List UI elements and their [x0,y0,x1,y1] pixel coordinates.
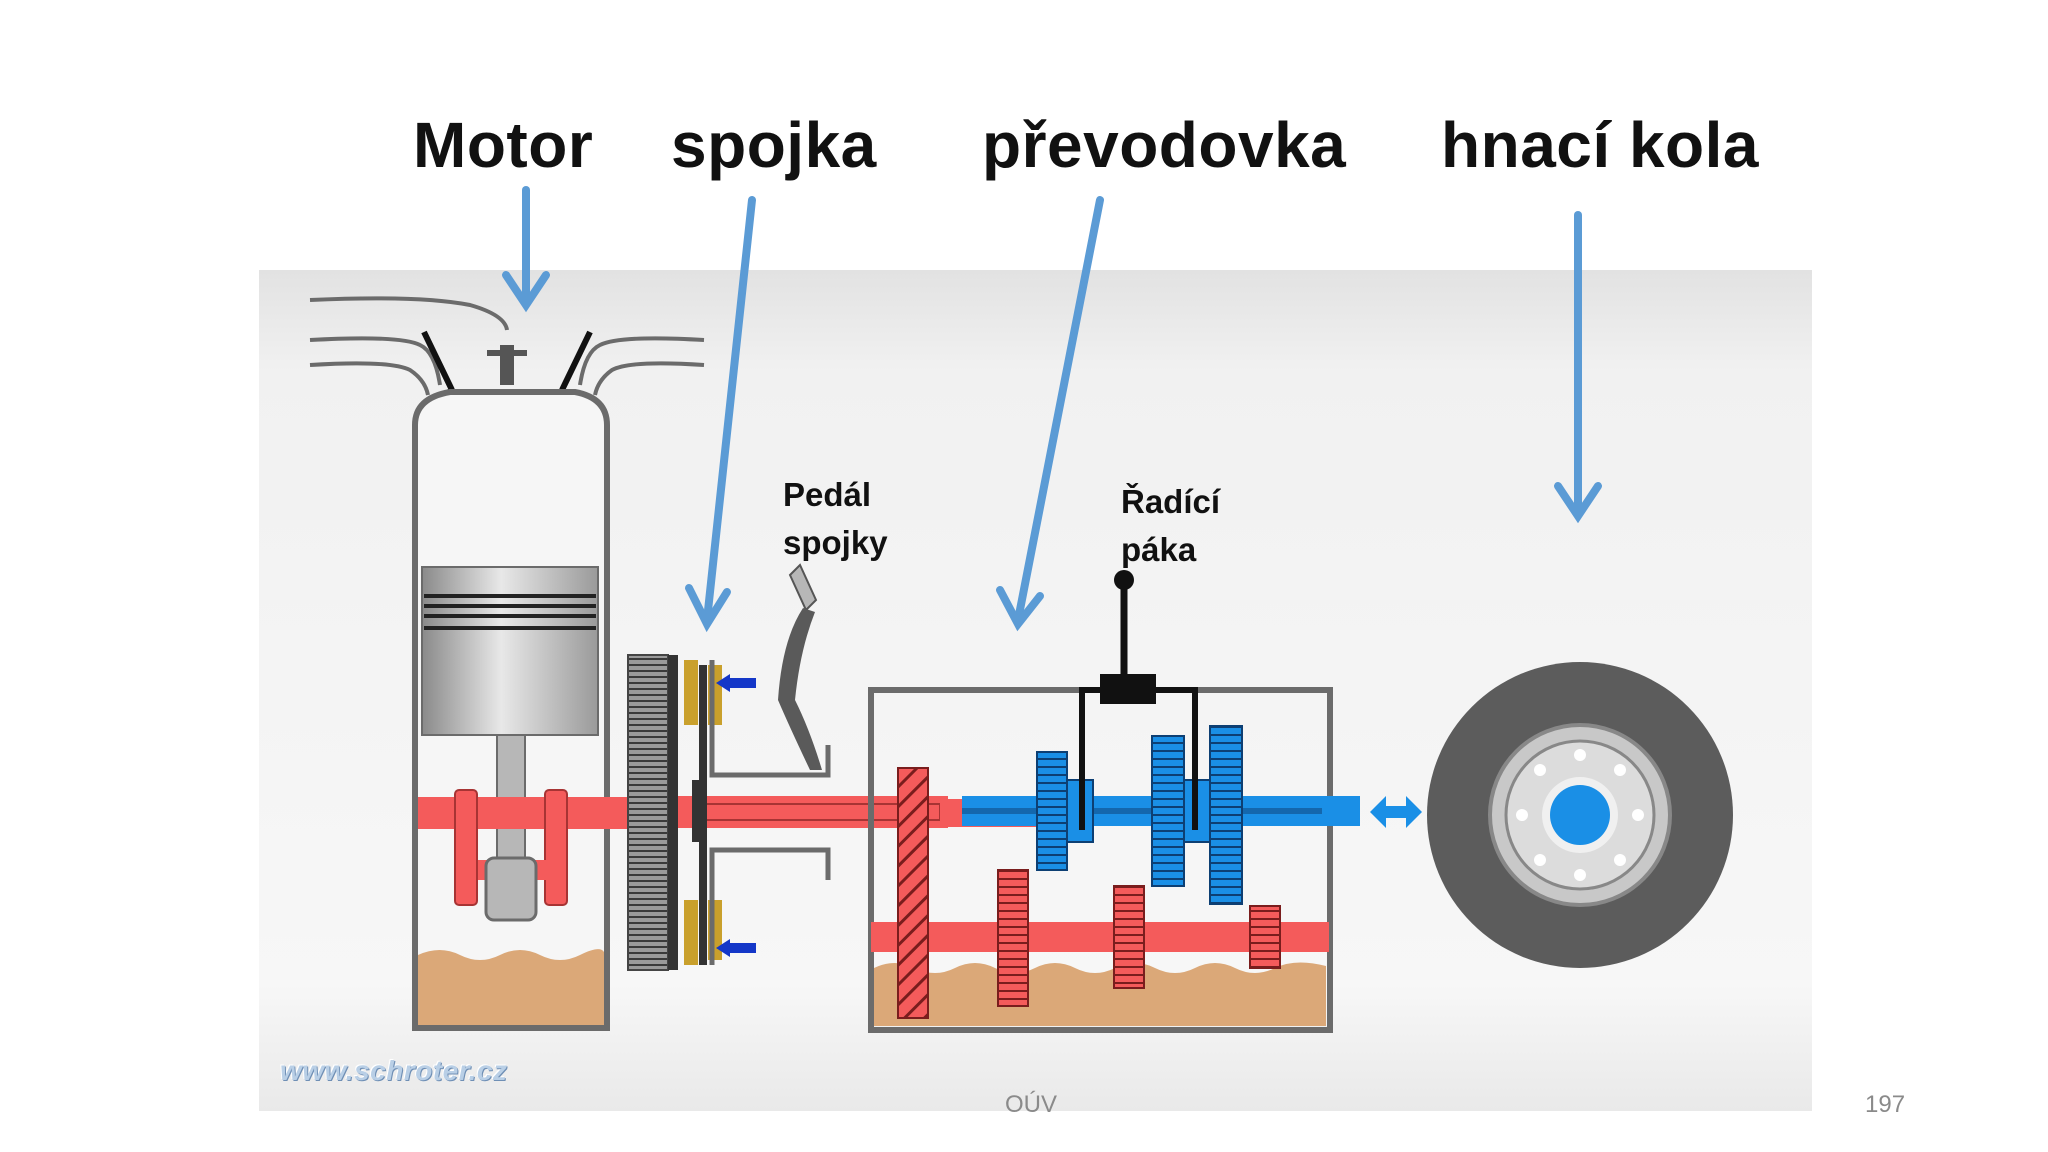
arrow-spojka [685,196,756,633]
label-pedal-line1: Pedál [783,476,872,513]
watermark: www.schroter.cz [280,1055,508,1086]
clutch [627,563,948,971]
label-pedal-line2: spojky [783,524,888,561]
arrow-prevodovka [996,196,1104,632]
heading-hnaci-kola: hnací kola [1441,109,1759,181]
gearbox [868,570,1360,1033]
heading-spojka: spojka [671,109,877,181]
label-radici-paka: Řadící páka [1121,478,1220,574]
double-arrow [1370,796,1422,828]
drive-wheel [1427,662,1733,968]
heading-prevodovka: převodovka [982,109,1347,181]
label-pedal-spojky: Pedál spojky [783,471,888,567]
engine [309,296,705,1031]
label-paka-line2: páka [1121,531,1197,568]
label-paka-line1: Řadící [1121,483,1221,520]
arrow-motor [502,186,550,313]
page-number: 197 [1865,1091,1906,1118]
heading-motor: Motor [413,109,594,181]
arrow-hnaci-kola [1554,211,1602,524]
footer-center-text: OÚV [1005,1091,1058,1118]
